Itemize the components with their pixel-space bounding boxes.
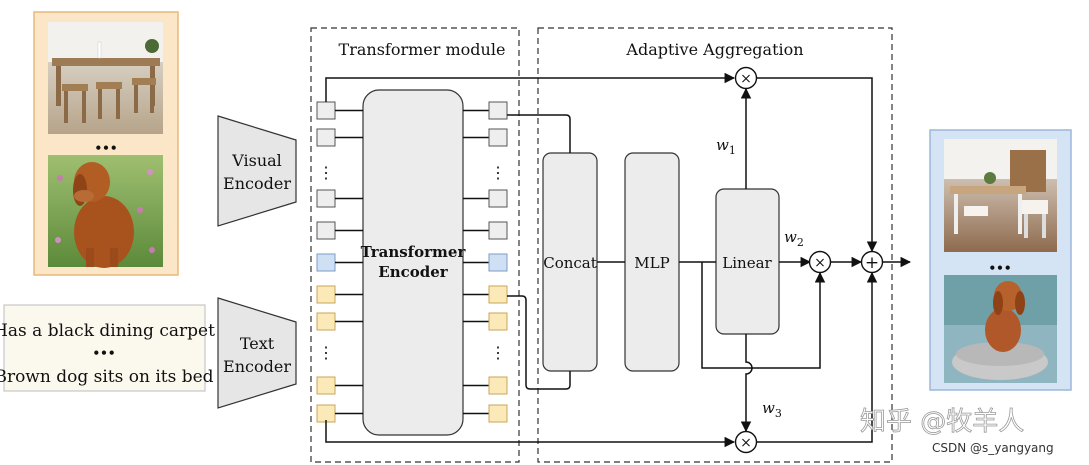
mlp-label: MLP xyxy=(634,254,669,272)
input-image-panel: ••• xyxy=(33,11,179,276)
output-image-panel: ••• xyxy=(929,129,1072,391)
add-symbol: + xyxy=(865,253,879,273)
input-token-gray xyxy=(316,189,336,208)
multiply-middle-symbol: × xyxy=(814,255,826,271)
token-sequence xyxy=(316,101,508,423)
input-token-gray xyxy=(316,101,336,120)
csdn-watermark: CSDN @s_yangyang xyxy=(932,441,1054,455)
output-token-gray xyxy=(488,101,508,120)
transformer-encoder-label-1: Transformer xyxy=(361,243,467,261)
input-text-token-ellipsis: ⋮ xyxy=(318,343,334,362)
output-token-blue xyxy=(488,253,508,272)
zhihu-watermark: 知乎 @牧羊人 xyxy=(860,407,1024,437)
dog-photo xyxy=(48,155,163,268)
transformer-module-boundary xyxy=(310,27,520,463)
input-image-ellipsis: ••• xyxy=(94,141,117,155)
multiply-bottom: × xyxy=(734,430,758,454)
output-token-yellow xyxy=(488,404,508,423)
visual-encoder-label-2: Encoder xyxy=(223,174,291,193)
output-token-gray xyxy=(488,221,508,240)
input-token-yellow xyxy=(316,285,336,304)
output-token-gray xyxy=(488,189,508,208)
dining-room-photo xyxy=(48,22,163,134)
visual-encoder: Visual Encoder xyxy=(217,115,297,227)
concat-label: Concat xyxy=(543,254,597,272)
input-token-yellow xyxy=(316,376,336,395)
linear-label: Linear xyxy=(722,254,772,272)
text-encoder-label-2: Encoder xyxy=(223,357,291,376)
input-text-panel: Has a black dining carpet ••• Brown dog … xyxy=(0,304,215,392)
text-query-line-2: Brown dog sits on its bed xyxy=(0,367,214,387)
output-image-ellipsis: ••• xyxy=(988,261,1011,275)
input-token-yellow xyxy=(316,312,336,331)
visual-encoder-label-1: Visual xyxy=(231,151,282,170)
output-visual-token-ellipsis: ⋮ xyxy=(490,163,506,182)
input-token-gray xyxy=(316,128,336,147)
text-encoder: Text Encoder xyxy=(217,297,297,409)
weight-w1-label: w1 xyxy=(716,136,736,157)
retrieved-dog-photo xyxy=(944,275,1057,383)
text-query-ellipsis: ••• xyxy=(92,346,115,360)
multiply-bottom-symbol: × xyxy=(740,435,752,451)
output-text-token-ellipsis: ⋮ xyxy=(490,343,506,362)
input-visual-token-ellipsis: ⋮ xyxy=(318,163,334,182)
output-token-gray xyxy=(488,128,508,147)
text-query-line-1: Has a black dining carpet xyxy=(0,321,215,341)
add-operator: + xyxy=(860,250,884,274)
adaptive-aggregation-title: Adaptive Aggregation xyxy=(625,40,803,59)
transformer-module-title: Transformer module xyxy=(339,40,506,59)
input-token-yellow xyxy=(316,404,336,423)
multiply-middle: × xyxy=(808,250,832,274)
multiply-top: × xyxy=(734,66,758,90)
output-token-yellow xyxy=(488,285,508,304)
text-encoder-label-1: Text xyxy=(240,334,275,353)
transformer-encoder-label-2: Encoder xyxy=(378,263,449,281)
weight-w2-label: w2 xyxy=(784,228,804,249)
output-token-yellow xyxy=(488,312,508,331)
connection-lines xyxy=(325,72,912,448)
weight-w3-label: w3 xyxy=(762,399,782,420)
multiply-top-symbol: × xyxy=(740,71,752,87)
output-token-yellow xyxy=(488,376,508,395)
retrieved-room-photo xyxy=(944,139,1057,252)
input-token-gray xyxy=(316,221,336,240)
adaptive-aggregation-boundary xyxy=(537,27,893,463)
input-token-blue xyxy=(316,253,336,272)
